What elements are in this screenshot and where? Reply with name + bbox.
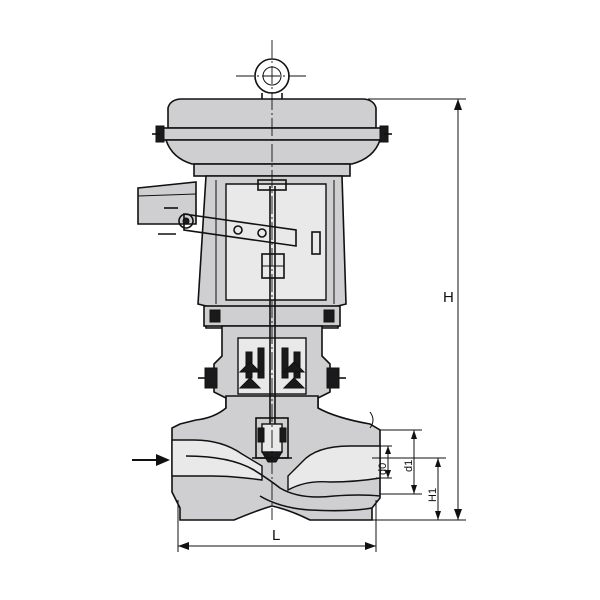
valve-body (171, 395, 381, 521)
dimension-d0: d0 (376, 445, 392, 479)
dim-label-l: L (272, 527, 280, 544)
stem (269, 186, 276, 424)
flow-direction-arrow (132, 454, 170, 466)
dimension-l: L (177, 500, 377, 552)
actuator-diaphragm-housing (152, 58, 392, 177)
dimension-h1: H1 (372, 457, 446, 520)
dimension-d1: d1 (380, 429, 422, 495)
dim-label-h1: H1 (427, 488, 439, 502)
dim-label-d0: d0 (377, 463, 389, 475)
dim-label-h: H (443, 289, 454, 306)
dimension-h: H (368, 98, 466, 521)
dim-label-d1: d1 (403, 460, 415, 472)
